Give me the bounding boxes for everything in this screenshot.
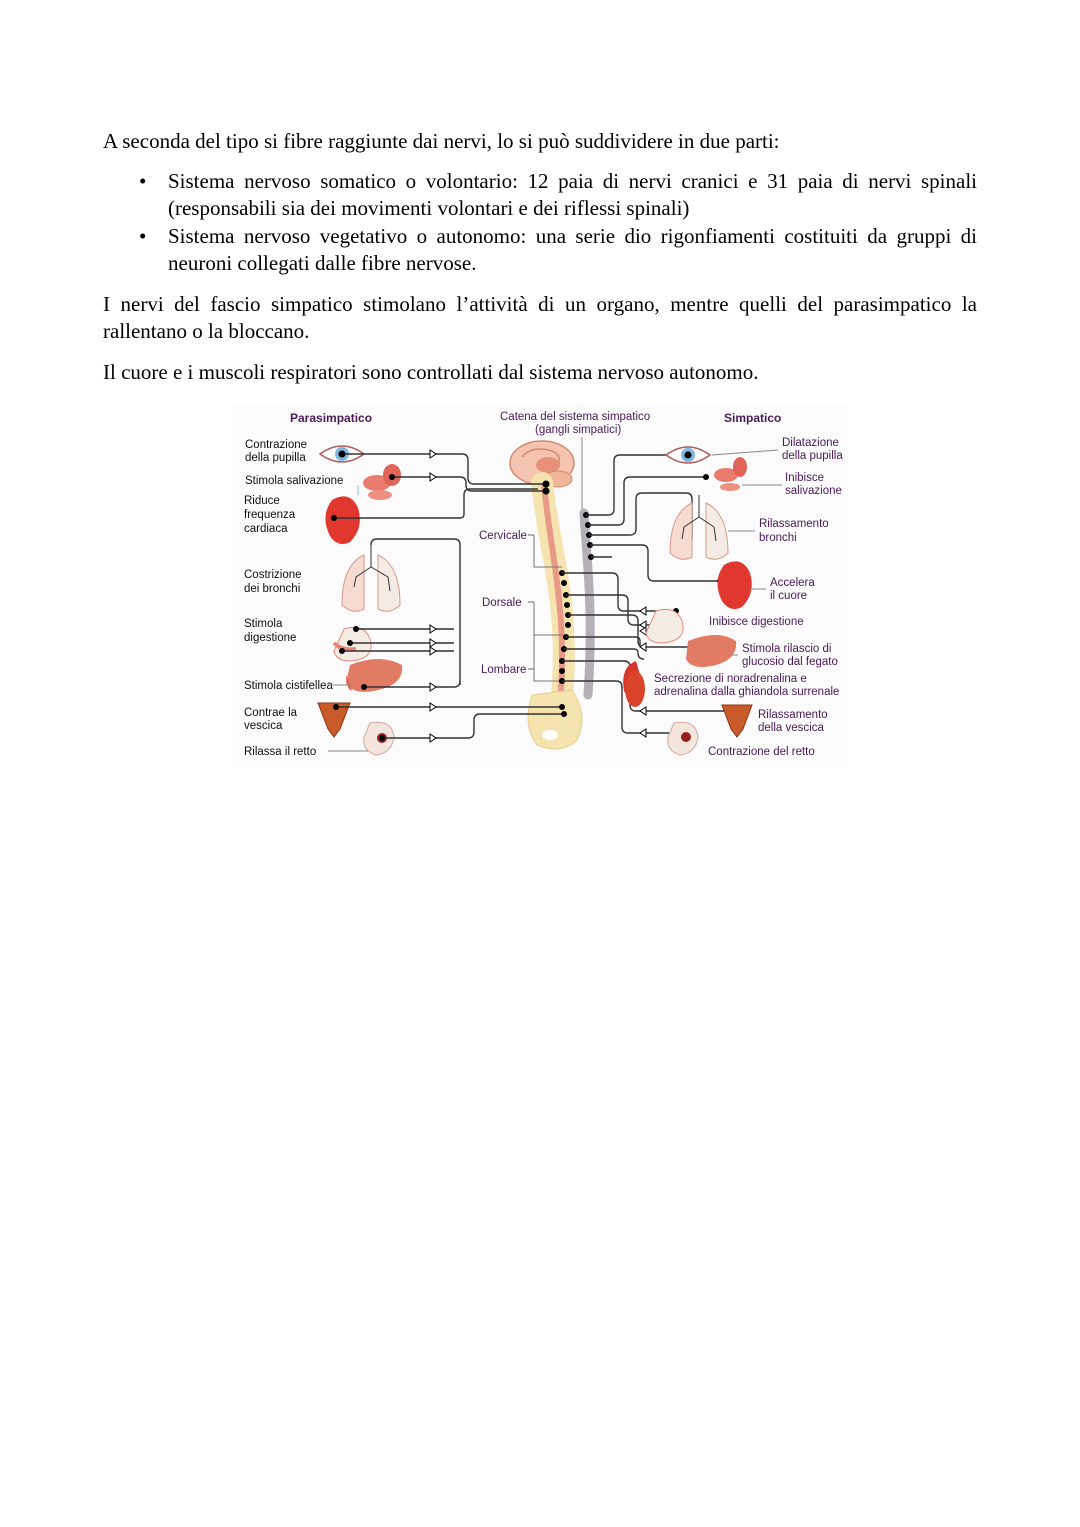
spinal-ganglia [559, 512, 594, 684]
intro-paragraph: A seconda del tipo si fibre raggiunte da… [103, 129, 780, 153]
heart-icon [717, 561, 752, 609]
label-dorsale: Dorsale [482, 597, 522, 609]
svg-text:Rilassa il retto: Rilassa il retto [244, 746, 316, 758]
stomach-icon [645, 608, 684, 644]
autonomic-nervous-system-diagram: Parasimpatico Catena del sistema simpati… [232, 405, 848, 767]
sympathetic-chain-icon [579, 508, 595, 700]
liver-icon [346, 659, 403, 692]
bladder-icon [721, 704, 753, 738]
sympathetic-chain-subtitle: (gangli simpatici) [535, 424, 621, 436]
sympathetic-header: Simpatico [724, 411, 781, 425]
bullet-item-somatic: • Sistema nervoso somatico o volontario:… [103, 168, 977, 223]
liver-icon [686, 635, 737, 667]
lungs-icon [341, 545, 401, 612]
bullet-item-autonomic: • Sistema nervoso vegetativo o autonomo:… [103, 223, 977, 278]
bullet-icon: • [139, 223, 147, 248]
heart-icon [325, 496, 360, 544]
svg-text:Stimola cistifellea: Stimola cistifellea [244, 680, 333, 692]
lungs-icon [669, 495, 729, 560]
spinal-cord-icon [527, 472, 583, 750]
rectum-icon [667, 721, 699, 756]
bullet-text: Sistema nervoso vegetativo o autonomo: u… [168, 223, 977, 276]
bullet-text: Sistema nervoso somatico o volontario: 1… [168, 168, 977, 221]
document-page: A seconda del tipo si fibre raggiunte da… [103, 128, 977, 386]
svg-text:Stimola salivazione: Stimola salivazione [245, 475, 343, 487]
brain-icon [509, 440, 575, 488]
label-lombare: Lombare [481, 664, 526, 676]
heart-paragraph: Il cuore e i muscoli respiratori sono co… [103, 359, 759, 384]
sympathetic-chain-title: Catena del sistema simpatico [500, 411, 650, 423]
sympathetic-nerves [562, 451, 740, 738]
bullet-icon: • [139, 168, 147, 193]
parasympathetic-nerves [331, 449, 567, 743]
svg-text:Contrazione del retto: Contrazione del retto [708, 746, 815, 758]
eye-icon [664, 446, 712, 464]
salivary-gland-icon [714, 457, 747, 491]
sympathetic-paragraph: I nervi del fascio simpatico stimolano l… [103, 291, 977, 344]
svg-text:Secrezione di noradrenalina ea: Secrezione di noradrenalina eadrenalina … [654, 673, 839, 698]
label-cervicale: Cervicale [479, 530, 527, 542]
bullet-list: • Sistema nervoso somatico o volontario:… [103, 168, 977, 278]
salivary-gland-icon [357, 464, 401, 500]
bladder-icon [317, 702, 351, 738]
adrenal-kidney-icon [623, 661, 645, 707]
svg-text:Inibisce digestione: Inibisce digestione [709, 616, 804, 628]
parasympathetic-header: Parasimpatico [290, 411, 372, 425]
